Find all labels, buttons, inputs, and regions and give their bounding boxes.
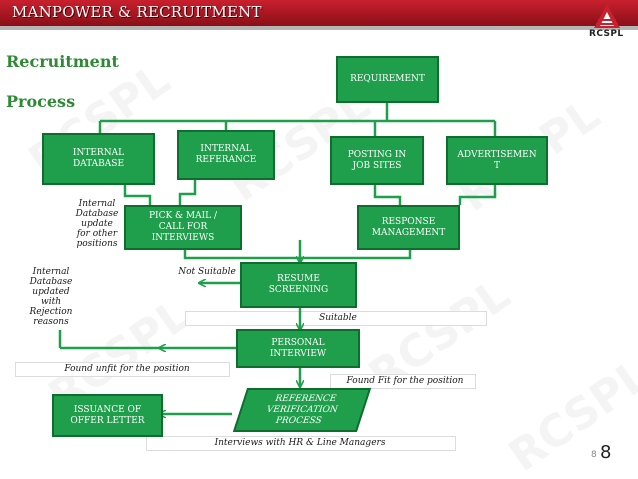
resume-screening-box: RESUME SCREENING [240,262,357,308]
internal-database-box: INTERNAL DATABASE [42,133,155,185]
internal-referance-box: INTERNAL REFERANCE [177,130,275,180]
link-internal-db-update [123,185,152,205]
link-posting-response [373,185,402,205]
link-internal-ref-pick [178,180,197,205]
response-management-box: RESPONSE MANAGEMENT [357,205,460,250]
posting-job-sites-box: POSTING IN JOB SITES [330,136,424,185]
found-unfit-band [15,362,230,377]
slide-title-line2: Process [6,92,76,111]
rcspl-logo-icon [594,4,620,28]
requirement-box: REQUIREMENT [336,56,439,103]
advertisement-box: ADVERTISEMEN T [446,136,548,185]
internal-db-update-note: Internal Database update for other posit… [72,199,122,249]
found-unfit-note: Found unfit for the position [64,364,190,374]
link-advert-response [458,185,497,205]
reference-verification-box: REFERENCE VERIFICATION PROCESS [232,388,372,432]
page-number-small: 8 [591,450,597,460]
header-stripe [0,26,638,30]
suitable-note: Suitable [319,313,357,323]
found-fit-band [330,374,476,389]
slide-title-line1: Recruitment [6,52,119,71]
issuance-offer-box: ISSUANCE OF OFFER LETTER [52,394,163,437]
suitable-band [185,311,487,326]
logo-text: RCSPL [589,29,624,39]
link-response-screening [300,250,412,260]
pick-mail-box: PICK & MAIL / CALL FOR INTERVIEWS [124,205,242,250]
personal-interview-box: PERSONAL INTERVIEW [236,329,360,368]
found-fit-note: Found Fit for the position [346,376,464,386]
header-title: MANPOWER & RECRUITMENT [12,3,262,21]
interviews-band [146,436,456,451]
internal-db-rejection-note: Internal Database updated with Rejection… [26,267,76,327]
link-pick-screening [183,250,300,260]
header-bar: MANPOWER & RECRUITMENT [0,0,638,26]
interviews-with-note: Interviews with HR & Line Managers [214,438,386,448]
page-number: 8 [600,442,612,463]
not-suitable-note: Not Suitable [178,267,236,277]
